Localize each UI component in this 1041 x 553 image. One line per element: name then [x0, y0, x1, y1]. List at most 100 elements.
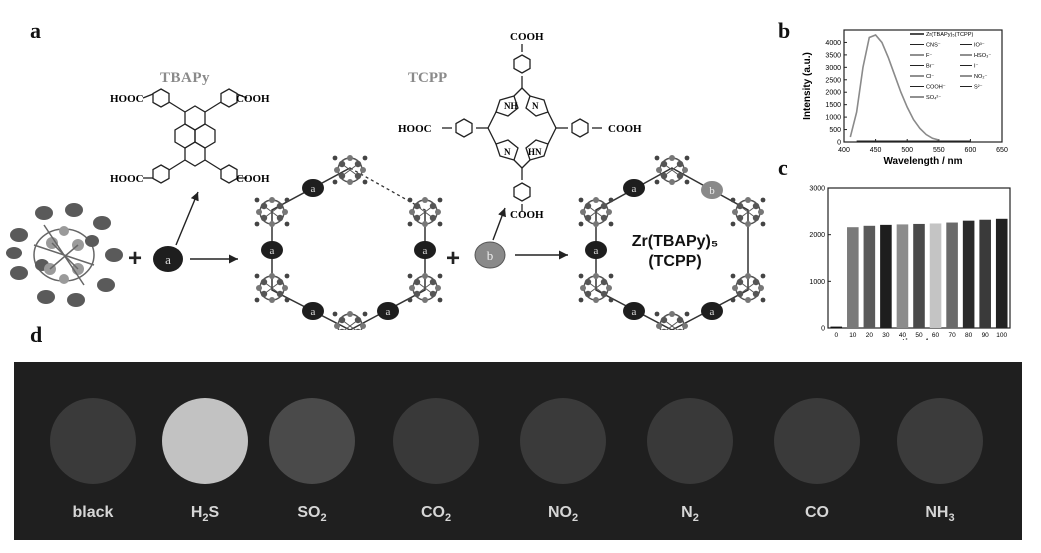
chart-b-xtick-label: 400: [838, 147, 850, 154]
arrow-to-tcpp: [492, 207, 506, 241]
chart-b-legend-label: CNS⁻: [926, 43, 941, 49]
tbapy-hooc-bottom: HOOC: [110, 173, 144, 185]
mof-formula-line1: Zr(TBAPy)₅: [631, 233, 719, 250]
svg-text:a: a: [632, 306, 637, 318]
chart-b-legend-label: IO³⁻: [974, 43, 985, 49]
svg-text:a: a: [165, 252, 171, 267]
chart-b-legend-label: HSO₃⁻: [974, 53, 991, 59]
gas-label-main: CO: [805, 504, 829, 521]
gas-label-tail: S: [208, 504, 220, 521]
chart-b-series-0: [849, 34, 940, 141]
chart-b-xtick-label: 550: [933, 147, 945, 154]
svg-text:N: N: [532, 101, 539, 111]
mof-formula-line2: (TCPP): [648, 253, 702, 270]
gas-label-main: NO: [547, 504, 572, 521]
chart-c-xtick-label: 70: [948, 332, 956, 339]
arrow-to-tbapy: [175, 191, 199, 246]
gas-label-main: CO: [420, 504, 445, 521]
zr-cluster-large: [6, 203, 123, 307]
chart-c-xtick-label: 40: [899, 332, 907, 339]
svg-text:a: a: [710, 306, 715, 318]
mof-formula: Zr(TBAPy)₅ (TCPP): [620, 232, 730, 272]
chart-c-bar: [896, 224, 909, 328]
tcpp-label: TCPP: [408, 70, 447, 86]
chart-b-xtick-label: 500: [901, 147, 913, 154]
panel-label-a: a: [30, 18, 41, 43]
chart-c-ytick-label: 0: [821, 326, 825, 333]
gas-spot: [393, 398, 479, 484]
framework-zr-tbapy: a a a a a: [253, 154, 444, 330]
chart-c-bar: [847, 227, 859, 328]
svg-text:a: a: [632, 183, 637, 195]
plus-sign-2: +: [446, 245, 460, 272]
gas-spot-label: CO: [762, 504, 872, 522]
gas-spot: [774, 398, 860, 484]
chart-b-ytick-label: 1000: [825, 115, 841, 122]
tcpp-cooh-bottom: COOH: [510, 209, 544, 221]
svg-text:a: a: [423, 245, 428, 257]
chart-b-legend-label: F⁻: [926, 53, 932, 59]
gas-label-subscript: 2: [571, 512, 579, 525]
chart-c-bar: [913, 223, 925, 328]
chart-b-legend-label: COOH⁻: [926, 85, 946, 91]
panel-label-c: c: [778, 155, 788, 180]
tbapy-structure: [142, 88, 248, 184]
svg-text:NH: NH: [504, 101, 518, 111]
chart-b-xtick-label: 450: [870, 147, 882, 154]
chart-c-bar: [979, 219, 991, 328]
gas-spot: [50, 398, 136, 484]
panel-label-d: d: [30, 322, 43, 347]
plus-sign: +: [128, 245, 142, 272]
tbapy-label: TBAPy: [160, 70, 210, 86]
gas-spot-label: H2S: [150, 504, 260, 524]
chart-c-bar: [995, 218, 1008, 328]
chart-c-xlabel: time / s: [902, 338, 937, 340]
gas-label-subscript: 2: [444, 512, 452, 525]
linker-a-badge: a: [153, 246, 183, 272]
tbapy-cooh-top: COOH: [236, 93, 270, 105]
chart-b-xtick-label: 650: [996, 147, 1008, 154]
gas-label-subscript: 2: [320, 512, 327, 525]
chart-c-bar: [929, 223, 942, 328]
gas-label-subscript: 2: [202, 512, 209, 525]
chart-c-xtick-label: 100: [996, 332, 1007, 339]
chart-b-ytick-label: 4000: [825, 40, 841, 47]
svg-text:a: a: [311, 306, 316, 318]
chart-c-xtick-label: 90: [982, 332, 990, 339]
chart-b-xtick-label: 600: [965, 147, 977, 154]
chart-b-ytick-label: 2000: [825, 90, 841, 97]
chart-c-ytick-label: 3000: [809, 186, 825, 193]
chart-b-ylabel: Intensity (a.u.): [802, 52, 813, 120]
svg-text:a: a: [311, 183, 316, 195]
chart-c-ytick-label: 2000: [809, 232, 825, 239]
linker-b-badge: b: [474, 241, 506, 269]
chart-b-ytick-label: 1500: [825, 102, 841, 109]
synthesis-scheme: + a TBAPy HOOC COOH HOOC COOH: [6, 31, 767, 330]
chart-b-legend-label: Cl⁻: [926, 74, 934, 80]
chart-b-legend-label: S²⁻: [974, 85, 983, 91]
svg-text:N: N: [504, 147, 511, 157]
chart-b-legend-label: Br⁻: [926, 64, 935, 70]
gas-label-main: H: [190, 504, 203, 521]
gas-label-main: black: [72, 504, 114, 521]
chart-c-bar: [962, 220, 975, 328]
chart-c-ytick-label: 1000: [809, 279, 825, 286]
chart-c-xtick-label: 80: [965, 332, 973, 339]
chart-c-xtick-label: 0: [834, 332, 838, 339]
gas-spot: [520, 398, 606, 484]
chart-c-xtick-label: 10: [849, 332, 857, 339]
chart-b-ytick-label: 500: [829, 127, 841, 134]
gas-spot-label: black: [38, 504, 148, 522]
gas-spot-label: CO2: [381, 504, 491, 524]
chart-b-ytick-label: 0: [837, 140, 841, 147]
gas-spot-label: N2: [635, 504, 745, 524]
gas-spot-label: NO2: [508, 504, 618, 524]
chart-b-legend-label: SO₄²⁻: [926, 95, 941, 101]
chart-c-time-bars: 01000200030000102030405060708090100time …: [809, 186, 1011, 340]
gas-spot-label: NH3: [885, 504, 995, 524]
chart-c-bar: [863, 225, 876, 328]
chart-c-bar: [946, 222, 958, 328]
svg-text:b: b: [487, 248, 494, 263]
